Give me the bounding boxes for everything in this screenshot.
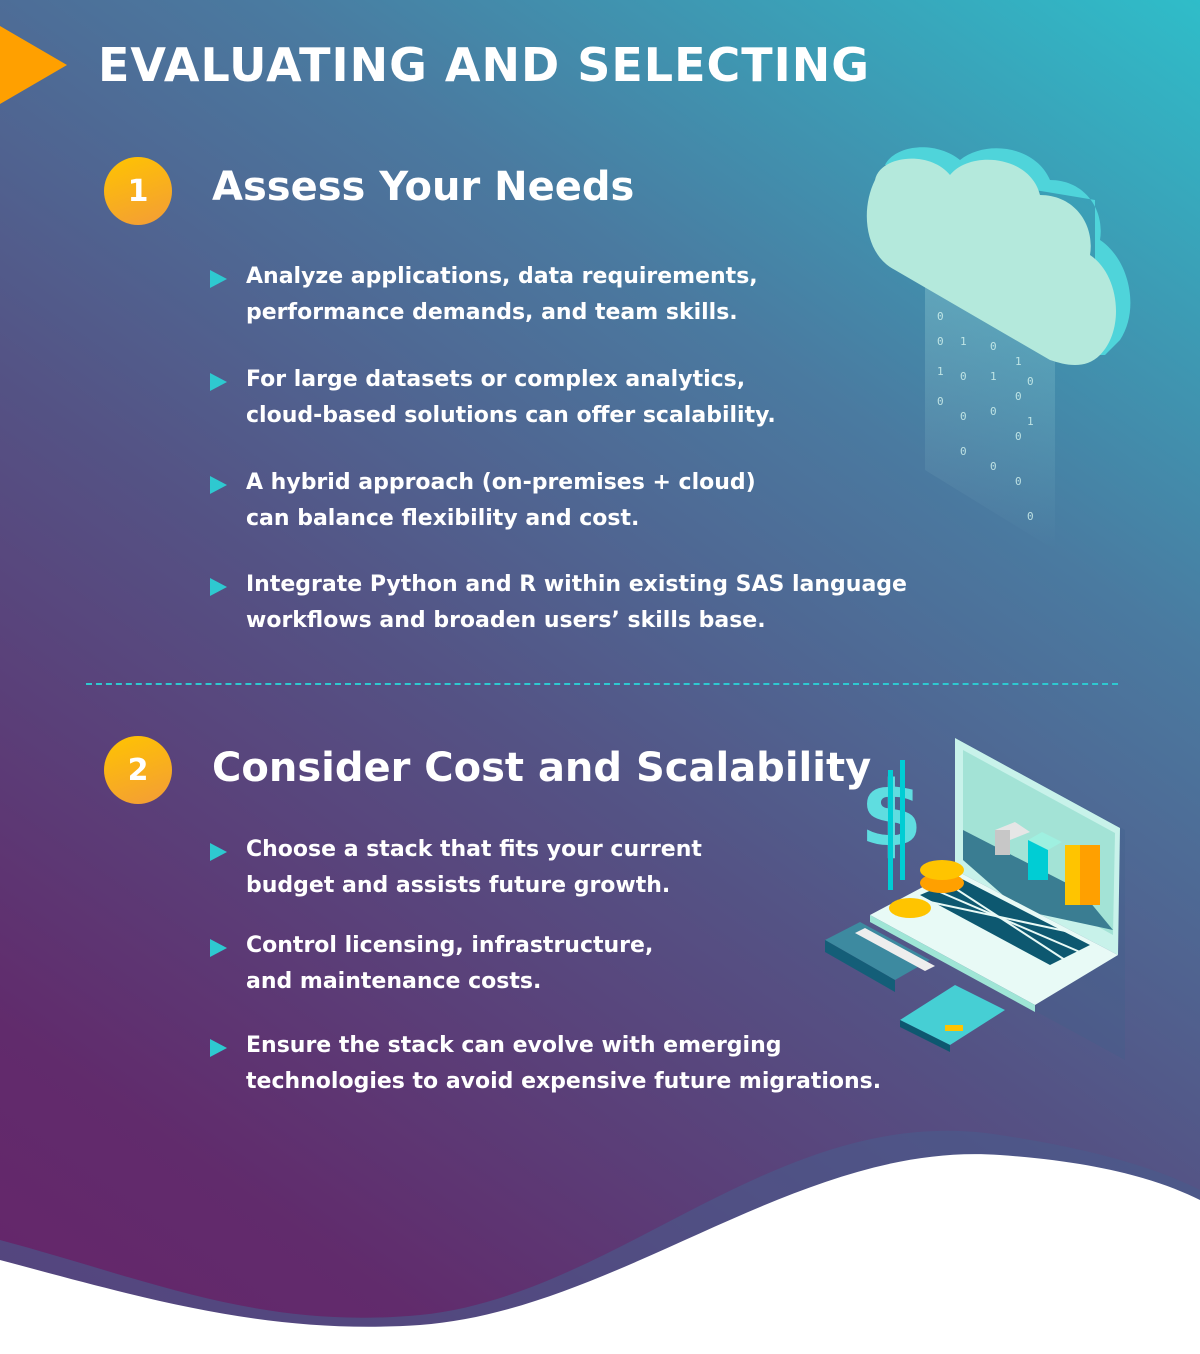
bullet-item: Integrate Python and R within existing S… (210, 567, 907, 639)
bullet-triangle-icon (210, 373, 227, 391)
svg-text:1: 1 (1015, 355, 1022, 368)
svg-text:0: 0 (1015, 475, 1022, 488)
svg-text:0: 0 (960, 445, 967, 458)
svg-text:0: 0 (990, 340, 997, 353)
bullet-triangle-icon (210, 939, 227, 957)
section-heading-1: Assess Your Needs (212, 164, 635, 210)
bottom-wave (0, 1130, 1200, 1354)
bullet-item: For large datasets or complex analytics,… (210, 362, 776, 434)
laptop-finance-icon: $ (825, 738, 1125, 1060)
svg-text:0: 0 (960, 410, 967, 423)
svg-text:0: 0 (1027, 375, 1034, 388)
bullet-item: Analyze applications, data requirements,… (210, 259, 758, 331)
svg-text:0: 0 (937, 335, 944, 348)
svg-text:0: 0 (990, 405, 997, 418)
bullet-item: Control licensing, infrastructure,and ma… (210, 928, 653, 1000)
bullet-triangle-icon (210, 843, 227, 861)
bullet-triangle-icon (210, 476, 227, 494)
step-badge-2: 2 (104, 736, 172, 804)
svg-text:1: 1 (990, 370, 997, 383)
svg-text:0: 0 (990, 460, 997, 473)
svg-text:0: 0 (1027, 510, 1034, 523)
svg-text:0: 0 (1015, 390, 1022, 403)
bullet-item: A hybrid approach (on-premises + cloud)c… (210, 465, 756, 537)
svg-text:0: 0 (960, 370, 967, 383)
bullet-triangle-icon (210, 1039, 227, 1057)
svg-text:1: 1 (1027, 415, 1034, 428)
bullet-triangle-icon (210, 270, 227, 288)
section-heading-2: Consider Cost and Scalability (212, 745, 872, 791)
svg-text:0: 0 (1015, 430, 1022, 443)
section-divider (86, 683, 1118, 685)
svg-text:0: 0 (937, 310, 944, 323)
play-triangle-icon (0, 26, 67, 104)
svg-text:1: 1 (960, 335, 967, 348)
bullet-triangle-icon (210, 578, 227, 596)
svg-text:0: 0 (937, 395, 944, 408)
step-badge-1: 1 (104, 157, 172, 225)
bullet-item: Ensure the stack can evolve with emergin… (210, 1028, 881, 1100)
page-title: EVALUATING AND SELECTING (98, 38, 870, 92)
svg-text:1: 1 (937, 365, 944, 378)
